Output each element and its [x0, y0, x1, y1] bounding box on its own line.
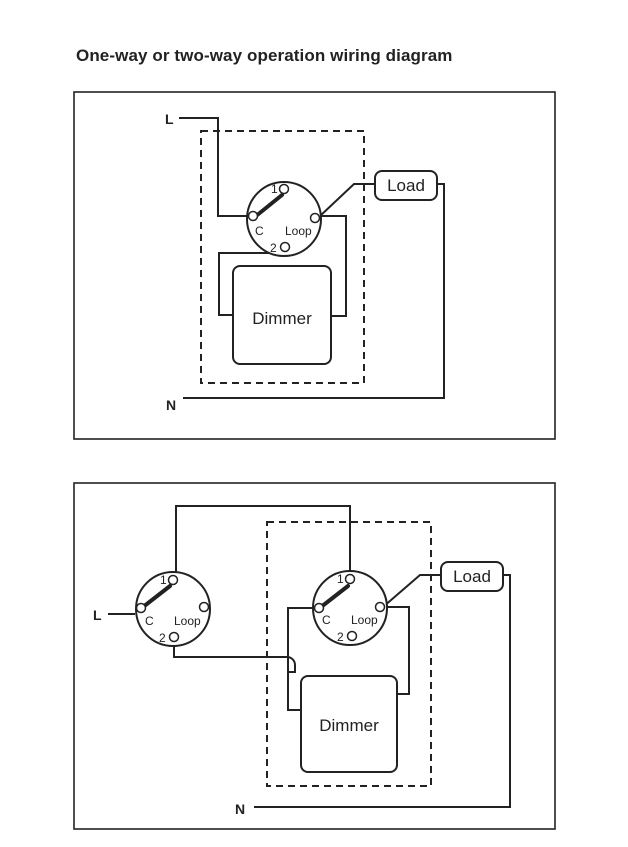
diagram-2-switch-b-terminal-c [313, 602, 325, 614]
diagram-2-common-to-dimmer-wire [287, 607, 317, 711]
diagram-2-switch-a-terminal-loop [198, 601, 210, 613]
diagram-2-switch-a-terminal-loop-label: Loop [174, 614, 201, 628]
diagram-1-frame [73, 91, 556, 440]
diagram-2-switch-a-terminal-2 [168, 631, 180, 643]
diagram-2-strapper-1-wire [175, 505, 351, 575]
diagram-2-switch-a-terminal-c-label: C [145, 614, 154, 628]
diagram-1-neutral-wire [183, 183, 445, 399]
diagram-1-live-wire [179, 117, 253, 217]
diagram-2-dimmer-label: Dimmer [319, 716, 379, 735]
diagram-1-dimmer-label: Dimmer [252, 309, 312, 328]
diagram-1-switch: 1 C Loop 2 [246, 181, 322, 257]
diagram-1-terminal-2 [279, 241, 291, 253]
diagram-2-switch-b-terminal-c-label: C [322, 613, 331, 627]
diagram-1-terminal-loop [309, 212, 321, 224]
diagram-2-neutral-label: N [235, 801, 245, 817]
diagram-1-loop-to-load-wire [319, 183, 375, 217]
diagram-1-terminal-1-label: 1 [271, 182, 278, 196]
diagram-2-dimmer-enclosure [266, 521, 432, 787]
diagram-2-switch-b-body [312, 570, 388, 646]
diagram-1-switch-lever [254, 193, 284, 218]
diagram-2-loop-to-dimmer-wire [383, 606, 410, 695]
page-title: One-way or two-way operation wiring diag… [76, 46, 453, 65]
diagram-2-switch-b-terminal-loop [374, 601, 386, 613]
diagram-1-live-label: L [165, 111, 174, 127]
diagram-2-load-label: Load [453, 567, 491, 586]
diagram-1-dimmer-enclosure [200, 130, 365, 384]
diagram-2-live-label: L [93, 607, 102, 623]
diagram-2-neutral-wire [254, 574, 511, 808]
diagram-1-switch-body [246, 181, 322, 257]
diagram-1-load-label: Load [387, 176, 425, 195]
diagram-2-loop-to-load-wire [382, 574, 441, 608]
diagram-2-switch-a-terminal-1 [167, 574, 179, 586]
diagram-2-switch-b-terminal-2 [346, 630, 358, 642]
diagram-2-load [440, 561, 504, 592]
diagram-2-switch-a-terminal-c [135, 602, 147, 614]
diagram-2-dimmer [300, 675, 398, 773]
diagram-1-terminal-2-label: 2 [270, 241, 277, 255]
diagram-2-frame [73, 482, 556, 830]
diagram-2-strapper-2-wire [173, 640, 296, 673]
diagram-2-switch-b-lever [319, 584, 350, 609]
diagram-1-loop-to-dimmer-wire [320, 215, 347, 317]
diagram-2-switch-b-terminal-2-label: 2 [337, 630, 344, 644]
diagram-one-way: 1 C Loop 2 Dimmer Load L N [73, 91, 556, 440]
diagram-two-way: 1 C Loop 2 1 C Loop 2 Dimmer Load L N [73, 482, 556, 830]
diagram-2-switch-b-terminal-1-label: 1 [337, 572, 344, 586]
diagram-2-switch-b-terminal-loop-label: Loop [351, 613, 378, 627]
diagram-2-switch-a-lever [141, 584, 172, 609]
diagram-1-terminal-1 [278, 183, 290, 195]
diagram-1-dimmer [232, 265, 332, 365]
diagram-2-switch-a-terminal-1-label: 1 [160, 573, 167, 587]
diagram-1-neutral-label: N [166, 397, 176, 413]
diagram-2-switch-b: 1 C Loop 2 [312, 570, 388, 646]
diagram-2-switch-a: 1 C Loop 2 [135, 571, 211, 647]
diagram-2-switch-b-terminal-1 [344, 573, 356, 585]
diagram-1-terminal-c [247, 210, 259, 222]
diagram-1-load [374, 170, 438, 201]
diagram-2-switch-a-terminal-2-label: 2 [159, 631, 166, 645]
diagram-1-terminal-loop-label: Loop [285, 224, 312, 238]
diagram-1-terminal-c-label: C [255, 224, 264, 238]
